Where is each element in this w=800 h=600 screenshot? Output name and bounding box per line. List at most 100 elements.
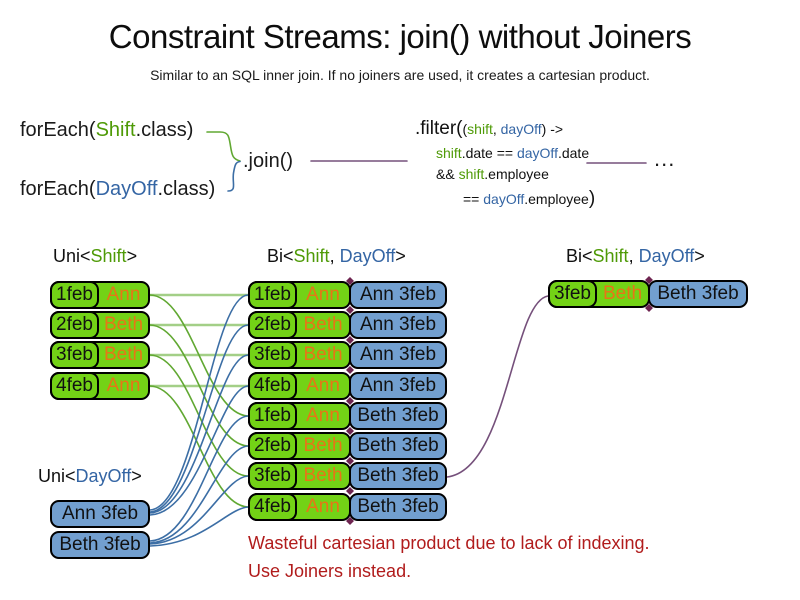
bi-row-dayoff: Beth 3feb bbox=[349, 493, 447, 521]
shift-type-token: Shift bbox=[90, 246, 127, 266]
beth-dayoff-curve3 bbox=[149, 475, 249, 545]
shift-to-join-brace bbox=[206, 131, 241, 162]
shift-class-token: Shift bbox=[95, 119, 136, 141]
label-text: , bbox=[329, 246, 340, 266]
shift-var-token: shift bbox=[436, 145, 462, 161]
filter-head: .filter( bbox=[415, 118, 463, 139]
shift-type-token: Shift bbox=[293, 246, 330, 266]
code-text: && bbox=[436, 166, 459, 182]
filter-close-paren: ) bbox=[588, 188, 596, 209]
bi-row-dayoff: Ann 3feb bbox=[349, 341, 447, 369]
bi-right-label: Bi<Shift, DayOff> bbox=[566, 246, 705, 267]
shift-employee-cell: Beth bbox=[303, 465, 343, 486]
label-text: Bi< bbox=[267, 246, 294, 266]
filter-code-line4: == dayOff.employee) bbox=[463, 188, 595, 210]
bi-row-shift: 1feb Ann bbox=[248, 281, 351, 309]
label-text: > bbox=[395, 246, 406, 266]
shift-date-cell: 3feb bbox=[248, 341, 297, 369]
label-text: > bbox=[131, 466, 142, 486]
dayoff-var-token: dayOff bbox=[483, 191, 525, 207]
uni-dayoff-row: Beth 3feb bbox=[50, 531, 150, 559]
dayoff-type-token: DayOff bbox=[75, 466, 132, 486]
code-text: .employee bbox=[484, 166, 549, 182]
shift-date-cell: 2feb bbox=[50, 311, 99, 339]
dayoff-var-token: dayOff bbox=[516, 145, 558, 161]
code-text: , bbox=[492, 121, 501, 137]
label-text: , bbox=[628, 246, 639, 266]
filter-code-line1: .filter((shift, dayOff) -> bbox=[415, 118, 563, 140]
code-text: ) -> bbox=[541, 121, 564, 137]
shift-type-token: Shift bbox=[592, 246, 629, 266]
bi-row-dayoff: Beth 3feb bbox=[349, 432, 447, 460]
label-text: Uni< bbox=[53, 246, 91, 266]
bi-row-dayoff: Beth 3feb bbox=[349, 402, 447, 430]
shift-employee-cell: Beth bbox=[303, 435, 343, 456]
shift-date-cell: 3feb bbox=[548, 280, 597, 308]
shift2-curve bbox=[149, 324, 249, 447]
shift-var-token: shift bbox=[467, 121, 493, 137]
shift-date-cell: 4feb bbox=[248, 493, 297, 521]
page-subtitle: Similar to an SQL inner join. If no join… bbox=[150, 67, 650, 83]
shift-date-cell: 1feb bbox=[248, 402, 297, 430]
shift-var-token: shift bbox=[458, 166, 485, 182]
bi-row-shift: 2feb Beth bbox=[248, 311, 351, 339]
bi-row-dayoff: Ann 3feb bbox=[349, 281, 447, 309]
shift-employee-cell: Beth bbox=[303, 344, 343, 365]
shift-employee-cell: Ann bbox=[106, 375, 141, 396]
foreach-shift-code: forEach(Shift.class) bbox=[20, 119, 193, 142]
filter-code-line2: shift.date == dayOff.date bbox=[436, 145, 589, 161]
code-text: forEach( bbox=[20, 119, 96, 141]
filter-code-line3: && shift.employee bbox=[436, 166, 549, 182]
bi-right-row-dayoff: Beth 3feb bbox=[648, 280, 748, 308]
shift-employee-cell: Ann bbox=[306, 284, 340, 305]
shift-date-cell: 2feb bbox=[248, 311, 297, 339]
dayoff-type-token: DayOff bbox=[638, 246, 695, 266]
code-text: .employee bbox=[524, 191, 589, 207]
bi-row-dayoff: Ann 3feb bbox=[349, 372, 447, 400]
bi-row-shift: 4feb Ann bbox=[248, 493, 351, 521]
page-title: Constraint Streams: join() without Joine… bbox=[108, 18, 692, 55]
foreach-dayoff-code: forEach(DayOff.class) bbox=[20, 178, 215, 201]
code-text: .date bbox=[557, 145, 590, 161]
bi-row-dayoff: Beth 3feb bbox=[349, 462, 447, 490]
shift-date-cell: 1feb bbox=[248, 281, 297, 309]
shift-employee-cell: Ann bbox=[306, 496, 340, 517]
shift-employee-cell: Ann bbox=[106, 284, 141, 305]
warning-line2: Use Joiners instead. bbox=[248, 561, 412, 581]
shift-employee-cell: Ann bbox=[306, 375, 340, 396]
filtered-row-curve bbox=[446, 295, 549, 478]
code-text: .class) bbox=[157, 178, 216, 200]
uni-shift-label: Uni<Shift> bbox=[53, 246, 137, 267]
label-text: > bbox=[694, 246, 705, 266]
shift1-curve bbox=[149, 294, 249, 417]
beth-dayoff-curve1 bbox=[149, 415, 249, 542]
beth-dayoff-curve2 bbox=[149, 445, 249, 544]
shift-date-cell: 2feb bbox=[248, 432, 297, 460]
shift-employee-cell: Beth bbox=[303, 314, 343, 335]
dayoff-to-join-brace bbox=[227, 160, 241, 192]
code-text: == bbox=[463, 191, 484, 207]
shift-date-cell: 1feb bbox=[50, 281, 99, 309]
join-code: .join() bbox=[243, 150, 294, 172]
continuation-ellipsis: ... bbox=[654, 146, 676, 171]
label-text: Uni< bbox=[38, 466, 76, 486]
dayoff-type-token: DayOff bbox=[339, 246, 396, 266]
label-text: Bi< bbox=[566, 246, 593, 266]
shift-date-cell: 3feb bbox=[50, 341, 99, 369]
ann-dayoff-curve3 bbox=[149, 354, 249, 514]
beth-dayoff-curve4 bbox=[149, 506, 249, 547]
warning-line1: Wasteful cartesian product due to lack o… bbox=[248, 533, 650, 553]
uni-dayoff-row: Ann 3feb bbox=[50, 500, 150, 528]
bi-shift-dayoff-label: Bi<Shift, DayOff> bbox=[267, 246, 406, 267]
shift-employee-cell: Beth bbox=[103, 344, 144, 365]
bi-row-dayoff: Ann 3feb bbox=[349, 311, 447, 339]
uni-dayoff-label: Uni<DayOff> bbox=[38, 466, 142, 487]
